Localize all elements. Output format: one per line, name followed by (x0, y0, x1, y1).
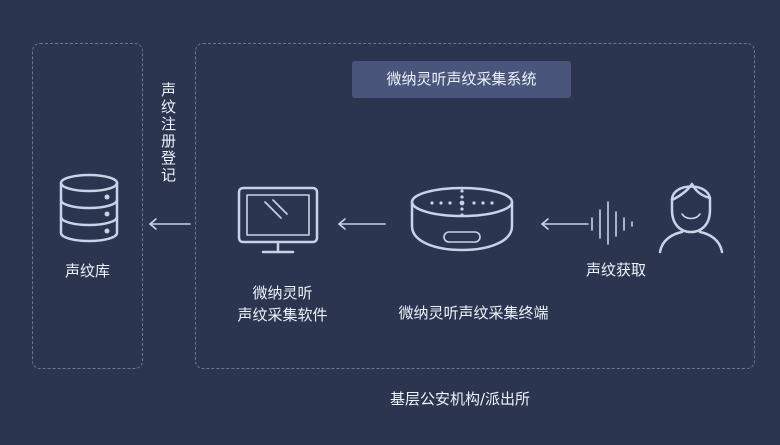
software-label-line2: 声纹采集软件 (237, 306, 328, 324)
capture-label: 声纹获取 (585, 261, 646, 279)
system-title: 微纳灵听声纹采集系统 (352, 61, 571, 98)
system-container (195, 43, 755, 369)
speaker-device-icon (410, 186, 514, 252)
terminal-label: 微纳灵听声纹采集终端 (398, 304, 549, 322)
monitor-icon (237, 186, 319, 254)
sound-wave-icon (591, 201, 633, 245)
arrow-left-icon (338, 218, 386, 230)
database-icon (59, 173, 119, 243)
database-label: 声纹库 (64, 262, 110, 280)
arrow-left-icon (149, 218, 191, 230)
person-icon (658, 182, 724, 254)
software-label-line1: 微纳灵听 (252, 284, 313, 302)
organization-label: 基层公安机构/派出所 (389, 390, 531, 408)
registration-label: 声纹注册登记 (159, 82, 177, 184)
arrow-left-icon (541, 218, 589, 230)
database-container (32, 43, 143, 369)
